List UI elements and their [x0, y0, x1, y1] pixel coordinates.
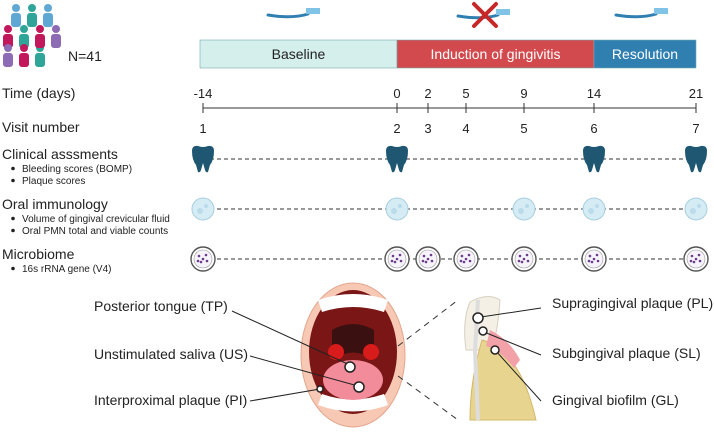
sampling-site-labels: Posterior tongue (TP) Unstimulated saliva…: [94, 295, 713, 408]
visit-tick-label: 4: [462, 121, 469, 136]
bullet-dot: [11, 216, 15, 221]
row-bullet: 16s rRNA gene (V4): [22, 264, 112, 275]
row-bullet: Plaque scores: [22, 176, 85, 187]
sampling-site-leaders: [231, 307, 542, 402]
sampling-site-markers: [316, 312, 500, 393]
zoom-connector-bottom: [397, 375, 459, 421]
petri-dish-icon: [453, 246, 479, 272]
timeline-ticks: -14 1 0 2 2 3 5 4 9 5 14 6 21 7: [194, 86, 704, 136]
site-label-left: Posterior tongue (TP): [94, 298, 228, 314]
day-tick-label: 2: [424, 86, 431, 101]
visit-tick-label: 1: [199, 121, 206, 136]
toothbrush-crossed-icon: [456, 2, 510, 28]
day-tick-label: 5: [462, 86, 469, 101]
row-bullet: Oral PMN total and viable counts: [22, 226, 168, 237]
time-axis-label: Time (days): [2, 85, 75, 101]
day-tick-label: -14: [194, 86, 213, 101]
petri-dish-icon: [581, 246, 607, 272]
toothbrush-icon: [266, 8, 320, 19]
phase-block: [593, 39, 697, 69]
petri-dish-icon: [683, 246, 709, 272]
bullet-dot: [11, 266, 15, 271]
petri-dish-icon: [384, 246, 410, 272]
tooth-icon: [685, 145, 707, 173]
day-tick-label: 14: [587, 86, 601, 101]
phase-label: Resolution: [612, 46, 678, 62]
phase-label: Baseline: [272, 46, 326, 62]
cell-icon: [191, 197, 215, 221]
phase-label: Induction of gingivitis: [431, 46, 561, 62]
site-label-left: Interproximal plaque (PI): [94, 392, 247, 408]
site-label-right: Gingival biofilm (GL): [552, 392, 679, 408]
day-tick-label: 9: [520, 86, 527, 101]
bullet-dot: [11, 166, 15, 171]
tooth-icon: [386, 145, 408, 173]
visit-tick-label: 3: [424, 121, 431, 136]
cell-icon: [582, 197, 606, 221]
cell-icon: [385, 197, 409, 221]
row-title: Clinical asssments: [2, 146, 118, 162]
petri-dish-icon: [511, 246, 537, 272]
row-title: Oral immunology: [2, 196, 108, 212]
cell-icon: [684, 197, 708, 221]
bullet-dot: [11, 178, 15, 183]
toothbrush-icon: [614, 8, 668, 19]
day-tick-label: 0: [393, 86, 400, 101]
petri-dish-icon: [415, 246, 441, 272]
site-label-right: Subgingival plaque (SL): [552, 345, 701, 361]
site-label-left: Unstimulated saliva (US): [94, 346, 248, 362]
phase-block: [199, 39, 398, 69]
tooth-icon: [192, 145, 214, 173]
tooth-gum-cross-section: [464, 296, 537, 421]
phase-bar: Baseline Induction of gingivitis Resolutio…: [199, 39, 697, 69]
petri-dish-icon: [190, 246, 216, 272]
tooth-icon: [583, 145, 605, 173]
row-bullet: Volume of gingival crevicular fluid: [22, 214, 170, 225]
row-bullet: Bleeding scores (BOMP): [22, 164, 132, 175]
day-tick-label: 21: [689, 86, 703, 101]
visit-number-label: Visit number: [2, 119, 80, 135]
cell-icon: [512, 197, 536, 221]
open-mouth-illustration: [300, 282, 406, 428]
visit-tick-label: 2: [393, 121, 400, 136]
row-title: Microbiome: [2, 246, 75, 262]
visit-tick-label: 5: [520, 121, 527, 136]
zoom-connector-top: [397, 299, 459, 347]
people-icon: [3, 4, 61, 67]
visit-tick-label: 7: [692, 121, 699, 136]
bullet-dot: [11, 228, 15, 233]
visit-tick-label: 6: [590, 121, 597, 136]
site-label-right: Supragingival plaque (PL): [552, 295, 713, 311]
cohort-size: N=41: [68, 48, 102, 64]
phase-block: [396, 39, 595, 69]
